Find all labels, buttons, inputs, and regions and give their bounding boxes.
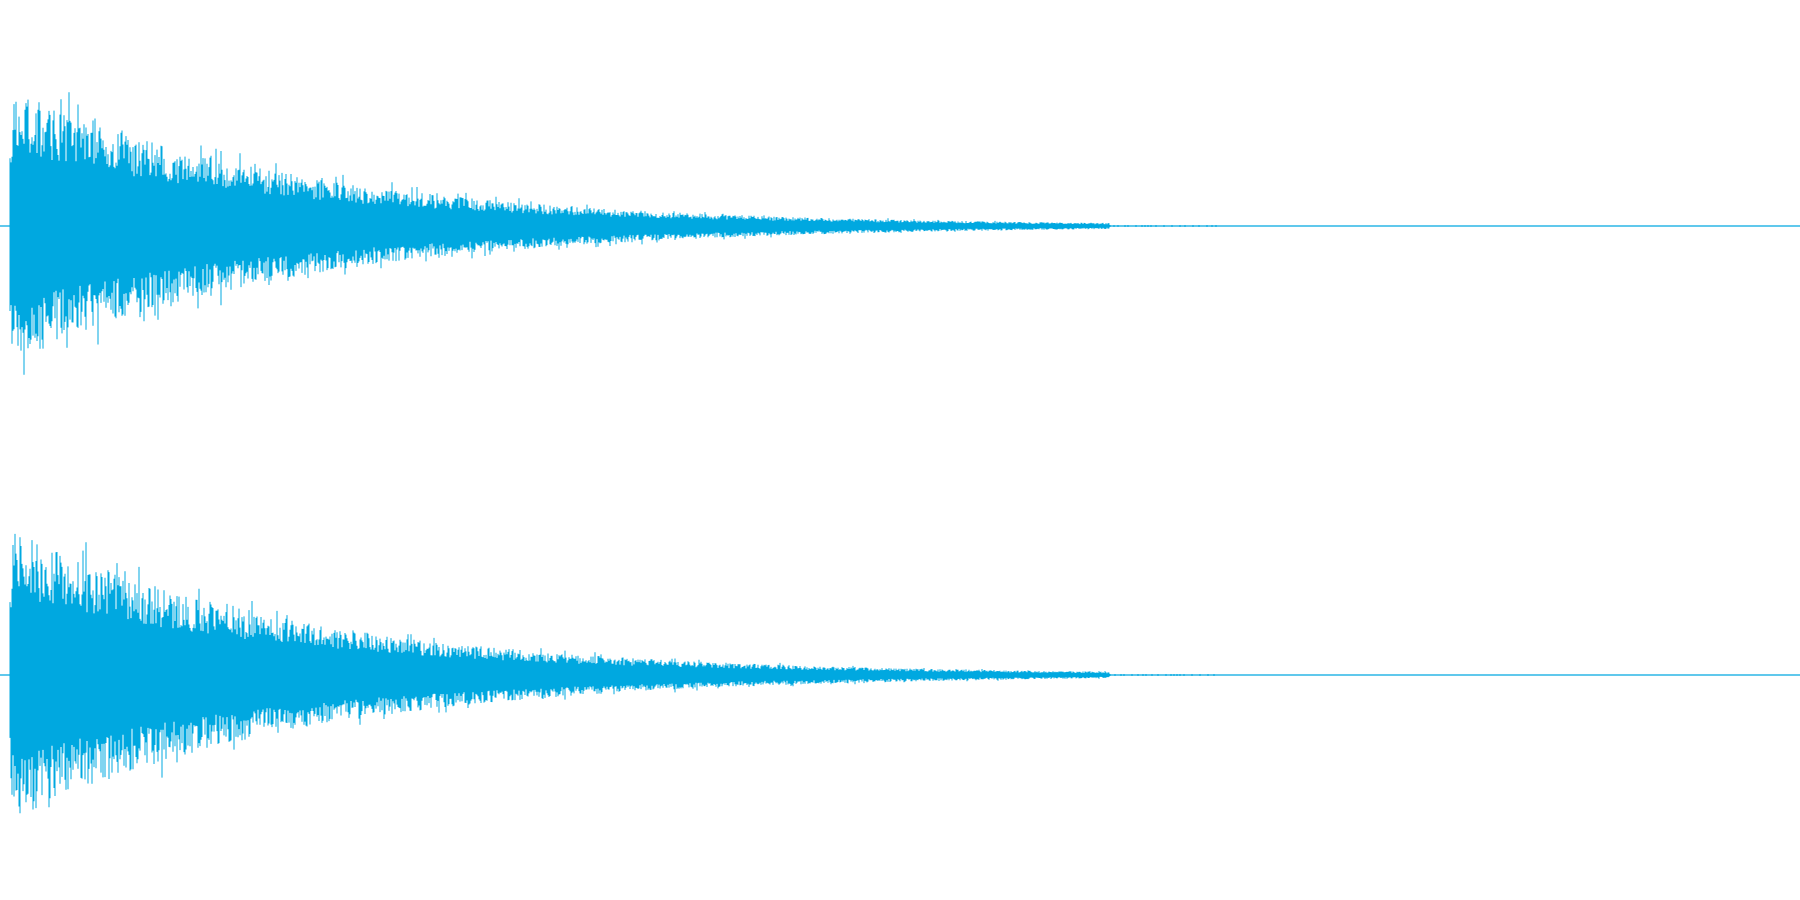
waveform-path: [9, 92, 1110, 375]
waveform-path: [9, 533, 1110, 814]
channel-right-waveform[interactable]: [0, 533, 1800, 814]
waveform-tail: [1109, 674, 1215, 676]
channel-left-waveform[interactable]: [0, 92, 1800, 375]
waveform-tail: [1109, 225, 1217, 227]
